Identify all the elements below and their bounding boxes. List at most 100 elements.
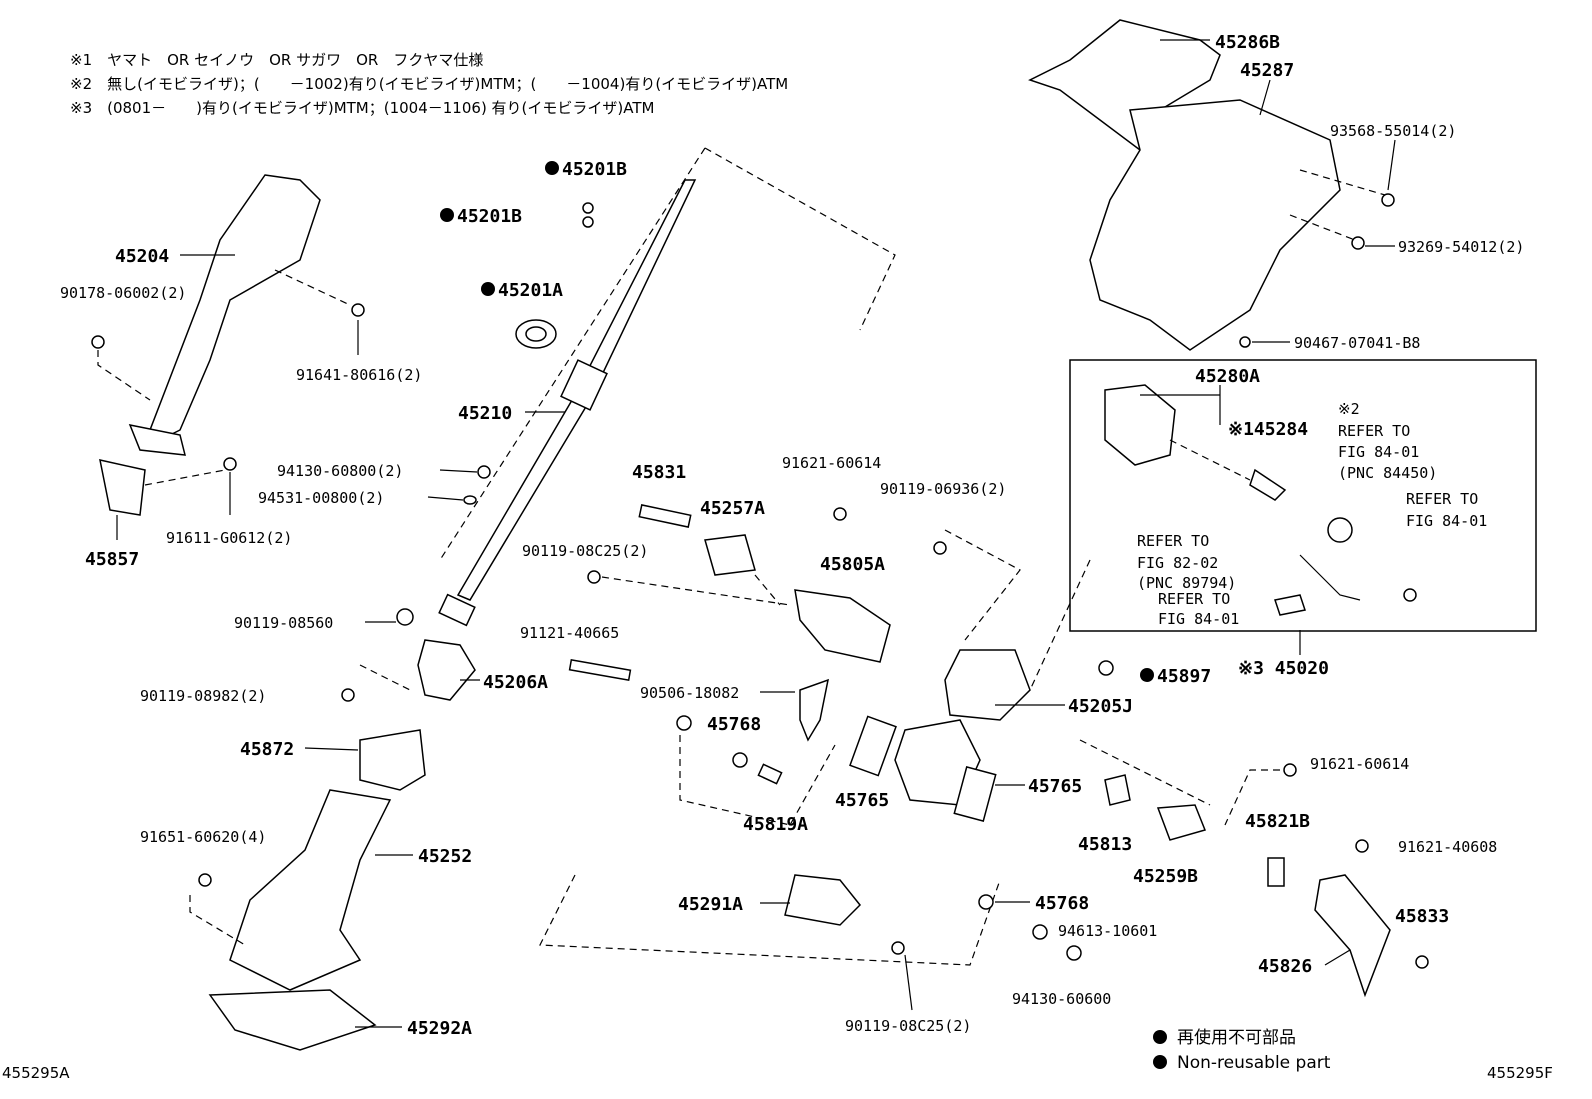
label-45287: 45287 — [1240, 60, 1294, 81]
label-45020: ※3 45020 — [1238, 658, 1329, 679]
label-45210: 45210 — [458, 403, 512, 424]
bracket-plate — [128, 423, 186, 456]
label-91621-60614-b: 91621-60614 — [1310, 755, 1409, 773]
ref3-line-b: FIG 82-02 — [1137, 554, 1218, 572]
ref1-line-a: REFER TO — [1338, 422, 1410, 440]
bolt-91621-40608 — [1355, 839, 1369, 853]
note-3: ※3 (0801－ )有り(イモビライザ)MTM；(1004－1106) 有り(… — [70, 99, 654, 117]
bushing-45813 — [1104, 774, 1131, 806]
label-45201A: 45201A — [498, 280, 563, 301]
screw-84-01 — [1403, 588, 1417, 602]
label-45833: 45833 — [1395, 906, 1449, 927]
bolt-45897 — [1098, 660, 1114, 676]
nut-45833 — [1415, 955, 1429, 969]
label-45872: 45872 — [240, 739, 294, 760]
lower-cover-shape — [1089, 99, 1341, 351]
dust-boot-45872 — [359, 729, 426, 791]
label-45768-a: 45768 — [707, 714, 761, 735]
ref2-line-b: FIG 84-01 — [1406, 512, 1487, 530]
label-45257A: 45257A — [700, 498, 765, 519]
universal-joint-upper — [560, 359, 608, 411]
leader-45826 — [1324, 949, 1351, 966]
ref1-line-c: (PNC 84450) — [1338, 464, 1437, 482]
universal-joint-45206A — [417, 639, 476, 701]
ref3-line-a: REFER TO — [1137, 532, 1209, 550]
corner-code-left: 455295A — [2, 1064, 70, 1082]
label-45280A: 45280A — [1195, 366, 1260, 387]
dash-91651 — [189, 895, 246, 946]
label-45819A: 45819A — [743, 814, 808, 835]
washer-94531-00600 — [676, 715, 692, 731]
label-91641: 91641-80616(2) — [296, 366, 422, 384]
label-45765-b: 45765 — [1028, 776, 1082, 797]
sleeve-45257A — [704, 534, 756, 576]
label-45897: 45897 — [1157, 666, 1211, 687]
label-90119-08C25-a: 90119-08C25(2) — [522, 542, 648, 560]
label-90119-08C25-b: 90119-08C25(2) — [845, 1017, 971, 1035]
dash-90178 — [97, 350, 151, 401]
nonreusable-dot-3 — [481, 282, 495, 296]
ref4-line-a: REFER TO — [1158, 590, 1230, 608]
spring-90506 — [799, 678, 829, 742]
coil-84450 — [1327, 517, 1353, 543]
harness-89794 — [1299, 554, 1361, 601]
snap-ring-45201B-1 — [582, 202, 594, 214]
washer-94613 — [1032, 924, 1048, 940]
label-45768-b: 45768 — [1035, 893, 1089, 914]
pad-45765-b — [953, 766, 997, 822]
legend-dot-2 — [1153, 1055, 1167, 1069]
bolt-91611 — [223, 457, 237, 471]
label-45206A: 45206A — [483, 672, 548, 693]
lock-cylinder-shape — [1104, 384, 1176, 466]
leader-93568 — [1387, 139, 1396, 191]
label-45821B: 45821B — [1245, 811, 1310, 832]
dash-45257A — [754, 574, 781, 606]
bolt-91621-60614-a — [833, 507, 847, 521]
nut-90178 — [91, 335, 105, 349]
washer-94531-00800 — [463, 495, 477, 505]
label-94130-8: 94130-60800(2) — [277, 462, 403, 480]
leader-94531-8 — [427, 496, 464, 501]
label-45292A: 45292A — [407, 1018, 472, 1039]
label-91621-40608: 91621-40608 — [1398, 838, 1497, 856]
label-45857: 45857 — [85, 549, 139, 570]
nonreusable-dot-4 — [1140, 668, 1154, 682]
leader-45287 — [1259, 79, 1271, 116]
leader-90119-08C25-b — [904, 954, 913, 1011]
sleeve-45259B — [1156, 804, 1207, 841]
label-91611: 91611-G0612(2) — [166, 529, 292, 547]
dash-lower-center — [679, 735, 836, 826]
bolt-90119-08C25-b — [891, 941, 905, 955]
oil-seal-inner — [525, 326, 547, 342]
label-93269: 93269-54012(2) — [1398, 238, 1524, 256]
label-145284: ※145284 — [1228, 419, 1308, 440]
label-45204: 45204 — [115, 246, 169, 267]
bolt-91121 — [568, 658, 632, 682]
dash-right-lower — [1079, 739, 1211, 806]
pin-45819A — [757, 763, 783, 785]
label-45813: 45813 — [1078, 834, 1132, 855]
bolt-90119-08560 — [396, 608, 414, 626]
leader-45872 — [304, 747, 359, 751]
note-1: ※1 ヤマト OR セイノウ OR サガワ OR フクヤマ仕様 — [70, 51, 483, 69]
snap-ring-45201B-2 — [582, 216, 594, 228]
legend-jp: 再使用不可部品 — [1177, 1027, 1296, 1048]
label-90467: 90467-07041-B8 — [1294, 334, 1420, 352]
label-90119-08560: 90119-08560 — [234, 614, 333, 632]
bolt-90119-08982 — [341, 688, 355, 702]
screw-93269 — [1351, 236, 1365, 250]
dash-bottom-center — [539, 874, 1001, 966]
bolt-90119-06936 — [933, 541, 947, 555]
label-94531-8: 94531-00800(2) — [258, 489, 384, 507]
gasket-45292A — [208, 989, 377, 1051]
bolt-91651 — [198, 873, 212, 887]
stopper-45821B — [1267, 857, 1285, 887]
label-90178: 90178-06002(2) — [60, 284, 186, 302]
note-2: ※2 無し(イモビライザ)；( －1002)有り(イモビライザ)MTM；( －1… — [70, 75, 788, 93]
column-cover-45252 — [229, 789, 392, 991]
ref3-line-c: (PNC 89794) — [1137, 574, 1236, 592]
label-45831: 45831 — [632, 462, 686, 483]
label-94130-6: 94130-60600 — [1012, 990, 1111, 1008]
